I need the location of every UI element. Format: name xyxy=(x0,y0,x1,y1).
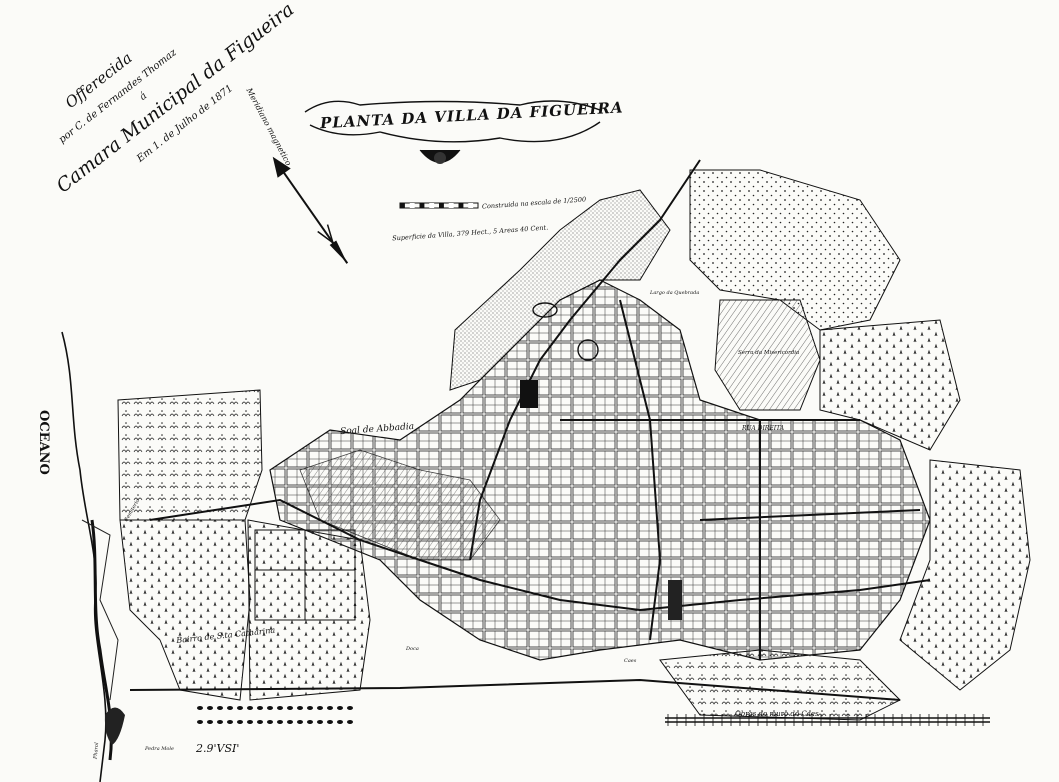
far-east-fields xyxy=(899,459,1031,691)
round-plaza xyxy=(577,339,599,361)
east-orchards xyxy=(819,319,961,451)
label-caes: Caes xyxy=(624,658,637,664)
southern-wall-dots xyxy=(197,706,353,724)
label-doca: Doca xyxy=(405,646,419,652)
label-praia: Pedra Mole xyxy=(144,746,174,752)
label-farol: Pharol xyxy=(93,742,101,760)
northern-hills xyxy=(449,189,671,391)
surface-note: Superficie da Villa, 379 Hect., 5 Areas … xyxy=(392,224,548,243)
label-rua-direita: RUA DIREITA xyxy=(741,425,785,432)
scale-note: Construida na escala de 1/2500 xyxy=(482,195,587,210)
dedication: Offerecida por C. de Fernandes Thomaz á … xyxy=(52,0,298,197)
bairro-fields xyxy=(119,519,251,701)
dark-block-1 xyxy=(520,380,538,408)
label-serra: Serra da Misericordia xyxy=(738,350,799,356)
ocean-label: OCEANO xyxy=(36,410,51,475)
title-cartouche xyxy=(304,100,601,164)
field-grid-4 xyxy=(304,569,356,621)
label-soal: Soal de Abbadia xyxy=(340,422,415,437)
scale-bar xyxy=(399,202,479,209)
map-title: PLANTA DA VILLA DA FIGUEIRA xyxy=(319,98,624,132)
dark-block-2 xyxy=(668,580,682,620)
western-fields xyxy=(117,389,263,521)
north-arrow-icon xyxy=(272,156,349,264)
main-streets xyxy=(129,159,931,701)
pharol-figure-icon xyxy=(104,707,125,745)
estuary-marsh xyxy=(299,449,501,561)
northeast-orchards xyxy=(689,169,901,331)
bottom-scrawl: 2.9'VSI' xyxy=(195,742,239,755)
label-obras: Obras do muro do Caes xyxy=(735,710,819,718)
north-note: Meridiano magnetico xyxy=(244,86,293,168)
dedication-line-3: á xyxy=(138,91,150,103)
pond xyxy=(532,302,558,318)
dedication-line-1: Offerecida xyxy=(62,49,136,112)
quay-railing xyxy=(665,714,990,726)
serra-hill xyxy=(714,299,821,411)
label-largo: Largo da Quebrada xyxy=(649,290,699,296)
